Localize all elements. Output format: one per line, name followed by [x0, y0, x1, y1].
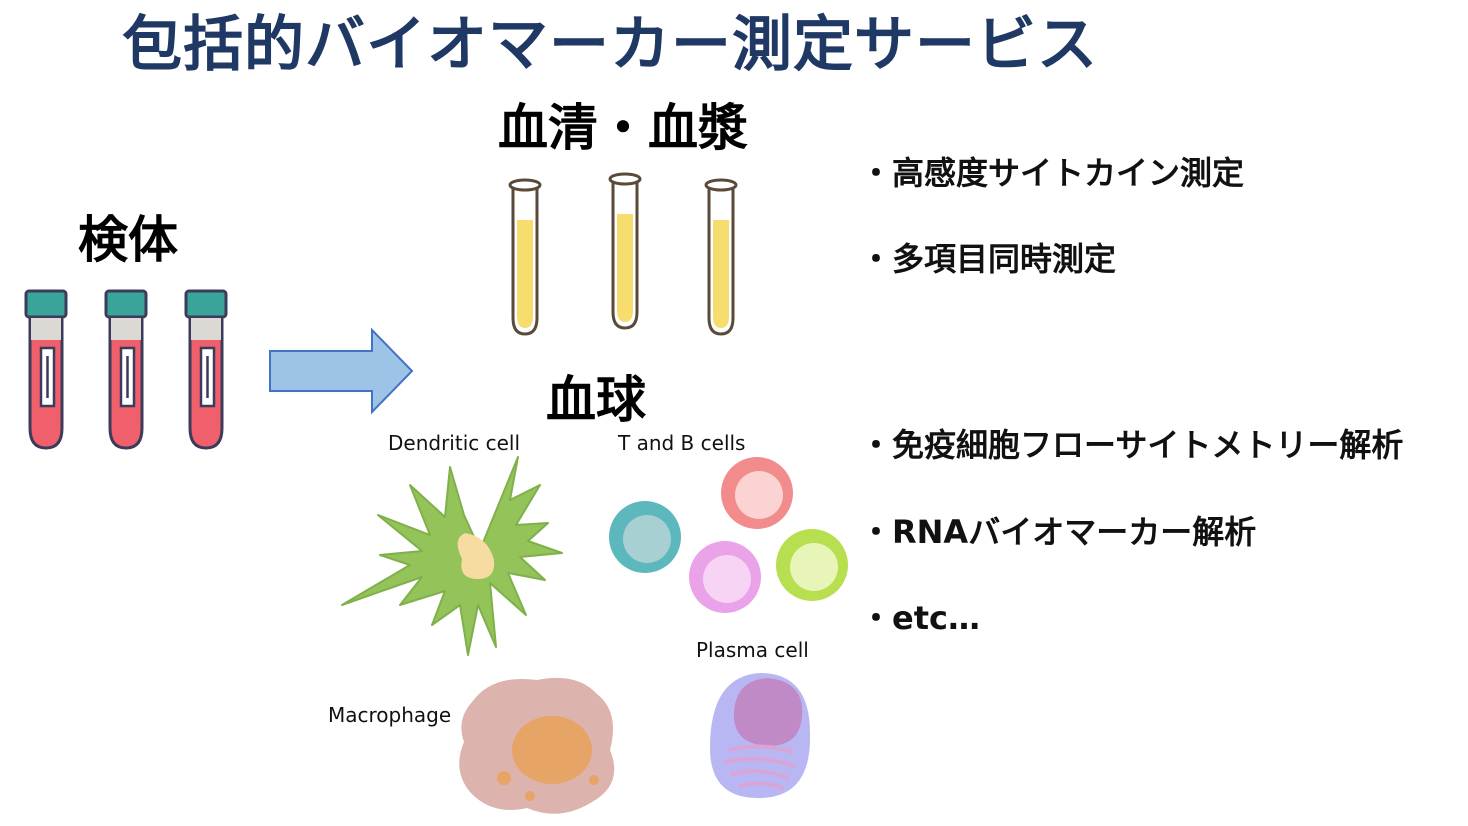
plasma-cell-label: Plasma cell [696, 638, 809, 662]
tb-cells-group [609, 457, 848, 613]
b-cell-icon [689, 541, 761, 613]
serum-test-tube-icon [704, 178, 738, 336]
service-item: ・多項目同時測定 [860, 240, 1117, 278]
service-item: ・etc… [860, 599, 980, 637]
macrophage-label: Macrophage [328, 703, 452, 727]
plasma-cell-icon [710, 673, 811, 799]
blood-cells-label: 血球 [546, 371, 646, 429]
dendritic-cell-label: Dendritic cell [388, 431, 521, 455]
service-item: ・免疫細胞フローサイトメトリー解析 [860, 426, 1404, 464]
serum-plasma-label: 血清・血漿 [498, 99, 748, 157]
blood-collection-tube-icon [24, 289, 68, 450]
t-cell-icon [721, 457, 793, 529]
serum-test-tube-icon [508, 178, 542, 336]
serum-test-tube-icon [608, 172, 642, 330]
tb-cells-label: T and B cells [618, 431, 746, 455]
service-item: ・RNAバイオマーカー解析 [860, 513, 1257, 551]
blood-collection-tube-icon [184, 289, 228, 450]
service-item: ・高感度サイトカイン測定 [860, 154, 1245, 192]
page-title: 包括的バイオマーカー測定サービス [122, 10, 1098, 80]
blood-tubes-group [24, 289, 228, 450]
dendritic-cell-icon [341, 456, 563, 656]
macrophage-icon [459, 677, 615, 814]
serum-tubes-group [508, 172, 738, 336]
specimen-label: 検体 [78, 211, 178, 269]
b-cell-icon [776, 529, 848, 601]
blood-collection-tube-icon [104, 289, 148, 450]
right-arrow-icon [269, 327, 414, 415]
t-cell-icon [609, 501, 681, 573]
